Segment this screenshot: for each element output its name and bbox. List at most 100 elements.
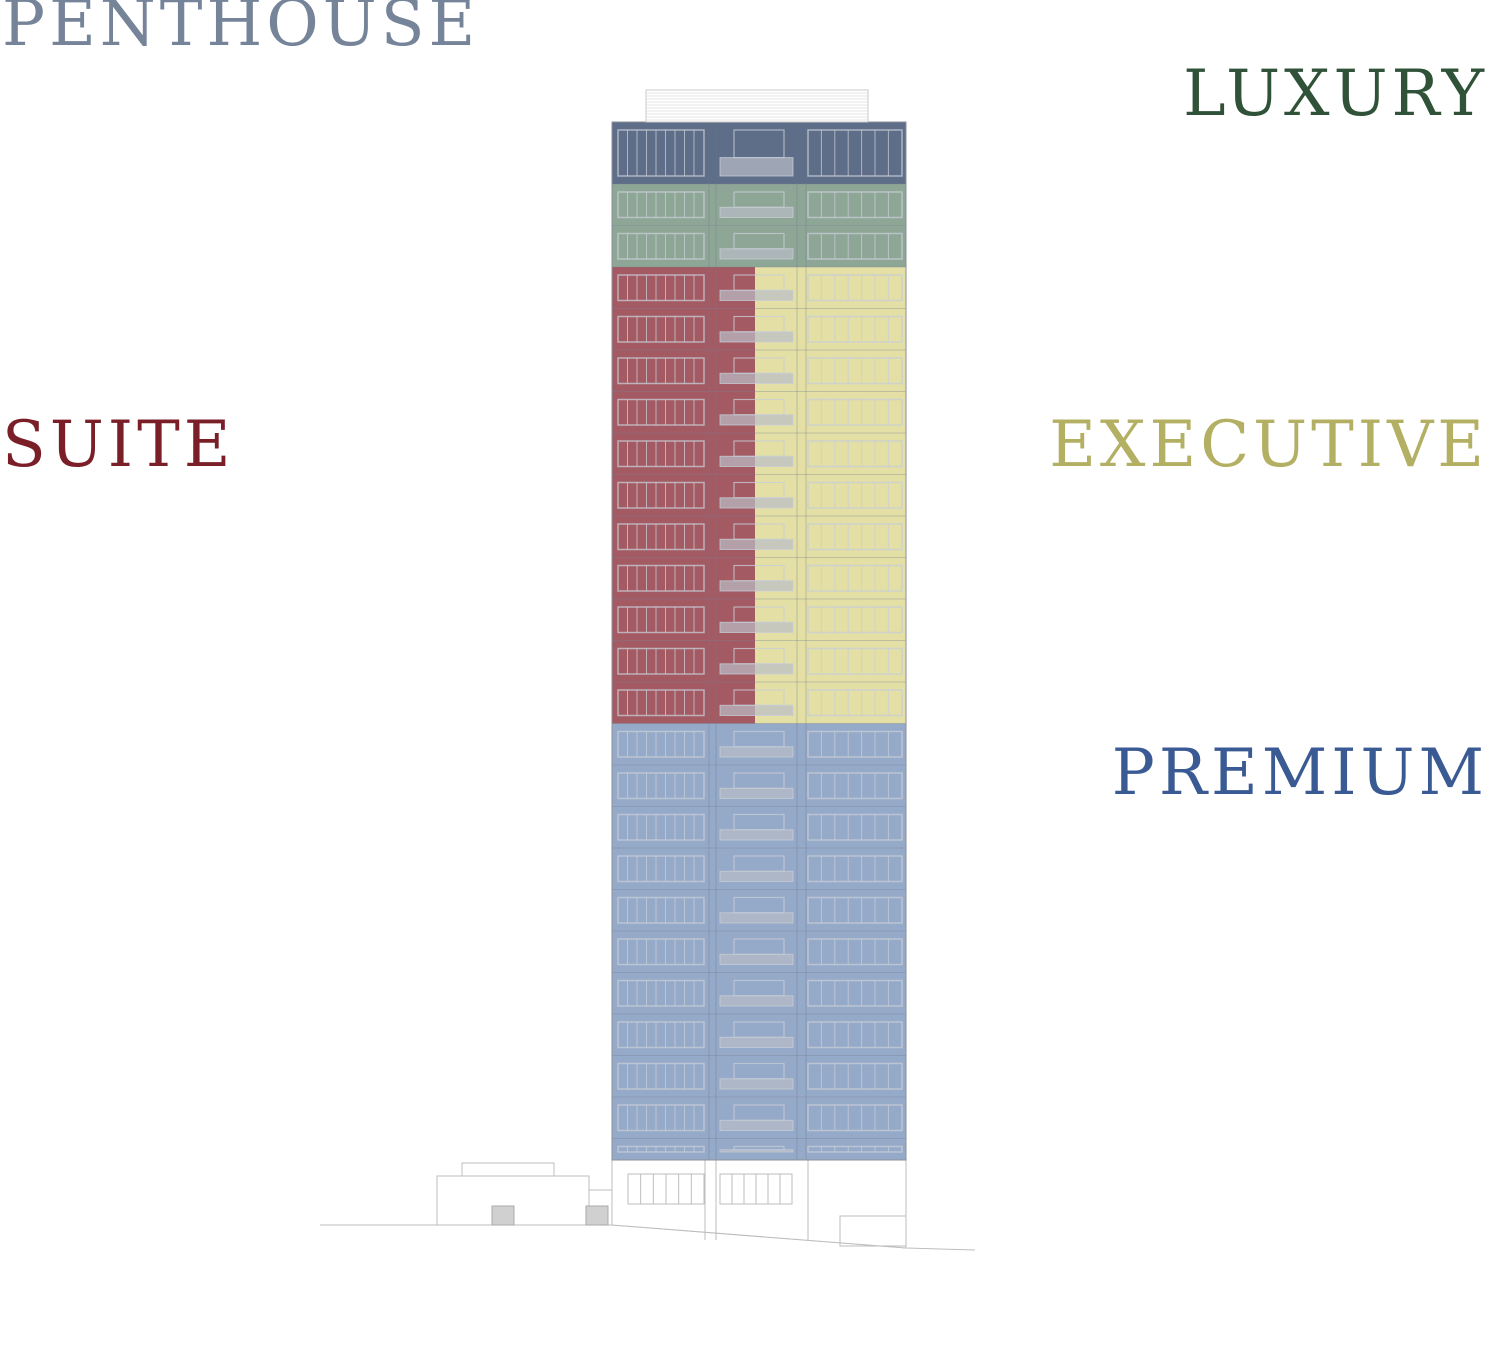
premium-label: PREMIUM: [1111, 736, 1488, 810]
tower-floor-23: [612, 1096, 906, 1132]
balcony-rail: [719, 248, 794, 260]
window-right: [807, 938, 903, 966]
balcony-rail: [719, 995, 794, 1007]
rooftop-structure: [645, 89, 869, 123]
balcony-rail: [719, 621, 794, 633]
tower-floor-19: [612, 930, 906, 966]
balcony-rail: [719, 1036, 794, 1049]
balcony-rail: [719, 663, 794, 675]
window-left: [617, 564, 705, 592]
tower-floor-24: [612, 1138, 906, 1153]
ground-and-podium: [320, 1159, 976, 1251]
window-right: [807, 979, 903, 1007]
window-right: [807, 357, 903, 385]
balcony-rail: [719, 289, 794, 301]
tower-floor-21: [612, 1013, 906, 1049]
suite-label: SUITE: [2, 408, 235, 482]
balcony-rail: [719, 1149, 794, 1153]
tower-floor-15: [612, 764, 906, 800]
window-right: [807, 481, 903, 509]
window-left: [617, 398, 705, 426]
tower-floor-20: [612, 972, 906, 1007]
tower-floor-2: [612, 225, 906, 260]
window-right: [807, 855, 903, 883]
window-right: [807, 232, 903, 260]
balcony-rail: [719, 953, 794, 965]
tower-windows: [611, 121, 907, 1161]
window-left: [617, 730, 705, 758]
window-left: [617, 1104, 705, 1132]
window-right: [807, 398, 903, 426]
tower-floor-1: [612, 183, 906, 219]
balcony-rail: [719, 746, 794, 758]
tower-floor-6: [612, 391, 906, 426]
tower-floor-17: [612, 847, 906, 883]
tower-floor-11: [612, 598, 906, 634]
window-right: [807, 896, 903, 924]
balcony-rail: [719, 372, 794, 384]
balcony-rail: [719, 870, 794, 882]
window-right: [807, 191, 903, 219]
window-right: [807, 606, 903, 634]
balcony-rail: [719, 829, 794, 841]
window-right: [807, 315, 903, 343]
tower-floor-5: [612, 349, 906, 385]
tower-zones: [612, 122, 906, 1160]
tower-floor-18: [612, 889, 906, 924]
garage-door: [491, 1205, 515, 1226]
tower-floor-16: [612, 806, 906, 841]
window-left: [617, 938, 705, 966]
window-left: [617, 440, 705, 468]
window-left: [617, 647, 705, 675]
balcony-rail: [719, 538, 794, 550]
balcony-rail: [719, 1078, 794, 1090]
balcony-rail: [719, 1119, 794, 1132]
balcony-rail: [719, 580, 794, 592]
window-right: [807, 647, 903, 675]
executive-zone: [755, 267, 906, 724]
window-left: [617, 979, 705, 1007]
window-left: [617, 1062, 705, 1090]
tower-floor-12: [612, 640, 906, 675]
tower-floor-8: [612, 474, 906, 509]
balcony-rail: [719, 455, 794, 467]
window-left: [617, 606, 705, 634]
window-left: [617, 772, 705, 800]
executive-label: EXECUTIVE: [1049, 408, 1488, 482]
balcony-rail: [719, 206, 794, 219]
luxury-label: LUXURY: [1183, 57, 1488, 131]
balcony-rail: [719, 331, 794, 343]
window-right: [807, 274, 903, 302]
window-left: [617, 357, 705, 385]
window-left: [617, 813, 705, 841]
window-right: [807, 564, 903, 592]
tower-floor-4: [612, 308, 906, 343]
window-left: [617, 232, 705, 260]
window-right: [807, 523, 903, 551]
window-left: [617, 689, 705, 717]
window-left: [617, 855, 705, 883]
penthouse-label: PENTHOUSE: [2, 0, 480, 61]
balcony-rail: [719, 414, 794, 426]
window-right: [807, 1104, 903, 1132]
penthouse-floor: [612, 121, 906, 177]
window-left: [617, 523, 705, 551]
window-left: [617, 896, 705, 924]
window-right: [807, 440, 903, 468]
window-left: [617, 315, 705, 343]
balcony-rail: [719, 704, 794, 716]
podium-roof: [461, 1162, 555, 1177]
entrance-canopy: [839, 1215, 907, 1247]
window-right: [807, 1021, 903, 1049]
tower-floor-9: [612, 515, 906, 551]
tower-floor-13: [612, 681, 906, 717]
window-right: [807, 1145, 903, 1153]
garage-door: [585, 1205, 609, 1226]
window-left: [617, 191, 705, 219]
tower-floor-7: [612, 432, 906, 468]
tower-floor-14: [612, 723, 906, 758]
window-right: [807, 813, 903, 841]
tower-floor-10: [612, 557, 906, 592]
window-left: [617, 1021, 705, 1049]
